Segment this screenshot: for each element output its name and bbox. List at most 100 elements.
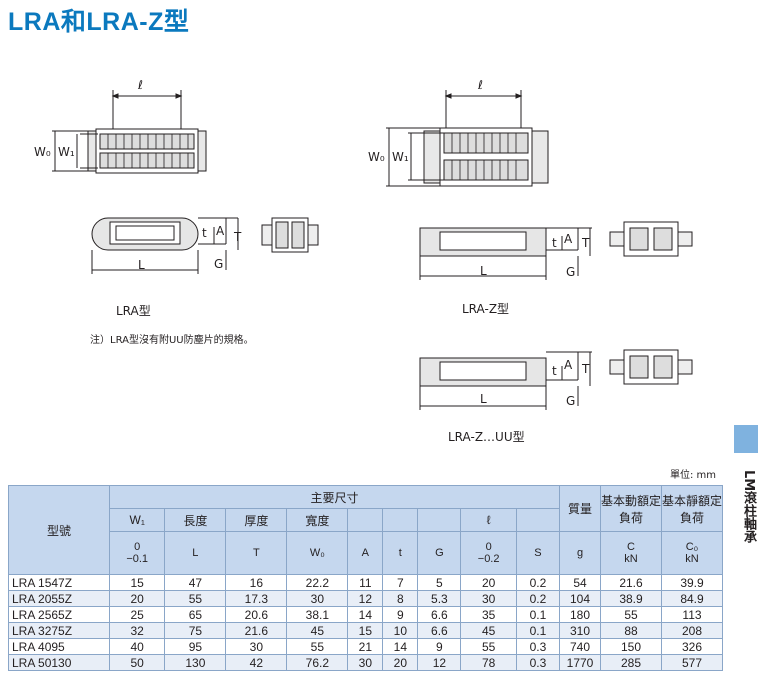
lraz-top-view — [386, 90, 549, 187]
t-label-lrazuu: t — [552, 364, 557, 378]
lra-end-view — [261, 217, 319, 253]
t-label-lra: t — [202, 226, 207, 240]
value-cell: 5.3 — [417, 590, 462, 607]
value-cell: 180 — [559, 606, 601, 623]
value-cell: 21 — [347, 638, 384, 655]
value-cell: 20.6 — [225, 606, 288, 623]
value-cell: 6.6 — [417, 622, 462, 639]
L-label-lraz: L — [480, 264, 487, 278]
G-label-lra: G — [214, 257, 224, 271]
lra-top-view — [52, 90, 207, 174]
value-cell: 20 — [460, 574, 517, 591]
ell-header: ℓ — [460, 508, 517, 532]
model-cell: LRA 4095 — [8, 638, 110, 655]
value-cell: 30 — [347, 654, 384, 671]
lraz-end-view — [609, 221, 693, 257]
value-cell: 32 — [108, 622, 166, 639]
T-label-lraz: T — [582, 236, 590, 250]
value-cell: 38.9 — [600, 590, 662, 607]
blank-header-a — [347, 508, 384, 532]
value-cell: 0.2 — [515, 574, 561, 591]
value-cell: 17.3 — [225, 590, 288, 607]
w0-label-lra: W₀ — [34, 145, 51, 159]
footnote: 注）LRA型沒有附UU防塵片的規格。 — [90, 335, 254, 346]
value-cell: 42 — [225, 654, 288, 671]
length-header: 長度 — [164, 508, 227, 532]
side-tab-label: LM滾柱軸承 — [741, 470, 756, 544]
value-cell: 55 — [286, 638, 349, 655]
value-cell: 21.6 — [600, 574, 662, 591]
model-cell: LRA 1547Z — [8, 574, 110, 591]
value-cell: 12 — [417, 654, 462, 671]
value-cell: 0.3 — [515, 638, 561, 655]
blank-header-t — [382, 508, 419, 532]
lraz-caption: LRA-Z型 — [462, 302, 510, 316]
value-cell: 9 — [417, 638, 462, 655]
value-cell: 130 — [164, 654, 227, 671]
a-label-lraz: A — [564, 232, 573, 246]
lrazuu-caption: LRA-Z…UU型 — [448, 430, 525, 444]
value-cell: 47 — [164, 574, 227, 591]
L-label-lra: L — [138, 258, 145, 272]
value-cell: 35 — [460, 606, 517, 623]
w1-tol-header: 0−0.1 — [108, 531, 166, 575]
value-cell: 84.9 — [661, 590, 723, 607]
model-header: 型號 — [8, 485, 110, 575]
value-cell: 22.2 — [286, 574, 349, 591]
w1-header: W₁ — [108, 508, 166, 532]
value-cell: 285 — [600, 654, 662, 671]
static-load-header: 基本靜額定負荷 — [661, 485, 723, 532]
value-cell: 50 — [108, 654, 166, 671]
value-cell: 30 — [460, 590, 517, 607]
page-title: LRA和LRA-Z型 — [8, 8, 190, 36]
dynamic-load-header: 基本動額定負荷 — [600, 485, 662, 532]
value-cell: 25 — [108, 606, 166, 623]
value-cell: 0.2 — [515, 590, 561, 607]
lrazuu-end-view — [609, 349, 693, 385]
value-cell: 78 — [460, 654, 517, 671]
value-cell: 30 — [225, 638, 288, 655]
value-cell: 8 — [382, 590, 419, 607]
value-cell: 7 — [382, 574, 419, 591]
spec-table: 型號 主要尺寸 質量 基本動額定負荷 基本靜額定負荷 W₁ 長度 厚度 寬度 ℓ… — [8, 485, 723, 671]
lrazuu-side-view — [419, 351, 592, 410]
blank-header-g — [417, 508, 462, 532]
value-cell: 310 — [559, 622, 601, 639]
ell-tol-header: 0−0.2 — [460, 531, 517, 575]
w1-label-lraz: W₁ — [392, 150, 409, 164]
side-tab-marker — [734, 425, 758, 453]
value-cell: 577 — [661, 654, 723, 671]
model-cell: LRA 50130 — [8, 654, 110, 671]
T-label-lrazuu: T — [582, 362, 590, 376]
value-cell: 54 — [559, 574, 601, 591]
model-cell: LRA 3275Z — [8, 622, 110, 639]
value-cell: 45 — [460, 622, 517, 639]
value-cell: 10 — [382, 622, 419, 639]
w0-label-lraz: W₀ — [368, 150, 385, 164]
value-cell: 5 — [417, 574, 462, 591]
t-label-lraz: t — [552, 236, 557, 250]
value-cell: 55 — [164, 590, 227, 607]
value-cell: 104 — [559, 590, 601, 607]
value-cell: 0.1 — [515, 606, 561, 623]
W0-header: W₀ — [286, 531, 349, 575]
value-cell: 150 — [600, 638, 662, 655]
value-cell: 12 — [347, 590, 384, 607]
S-header: S — [515, 531, 561, 575]
t-header: t — [382, 531, 419, 575]
value-cell: 208 — [661, 622, 723, 639]
unit-label: 單位: mm — [669, 470, 716, 481]
value-cell: 9 — [382, 606, 419, 623]
value-cell: 21.6 — [225, 622, 288, 639]
value-cell: 14 — [382, 638, 419, 655]
value-cell: 11 — [347, 574, 384, 591]
g-header: g — [559, 531, 601, 575]
value-cell: 39.9 — [661, 574, 723, 591]
value-cell: 65 — [164, 606, 227, 623]
G-label-lrazuu: G — [566, 394, 576, 408]
value-cell: 55 — [460, 638, 517, 655]
